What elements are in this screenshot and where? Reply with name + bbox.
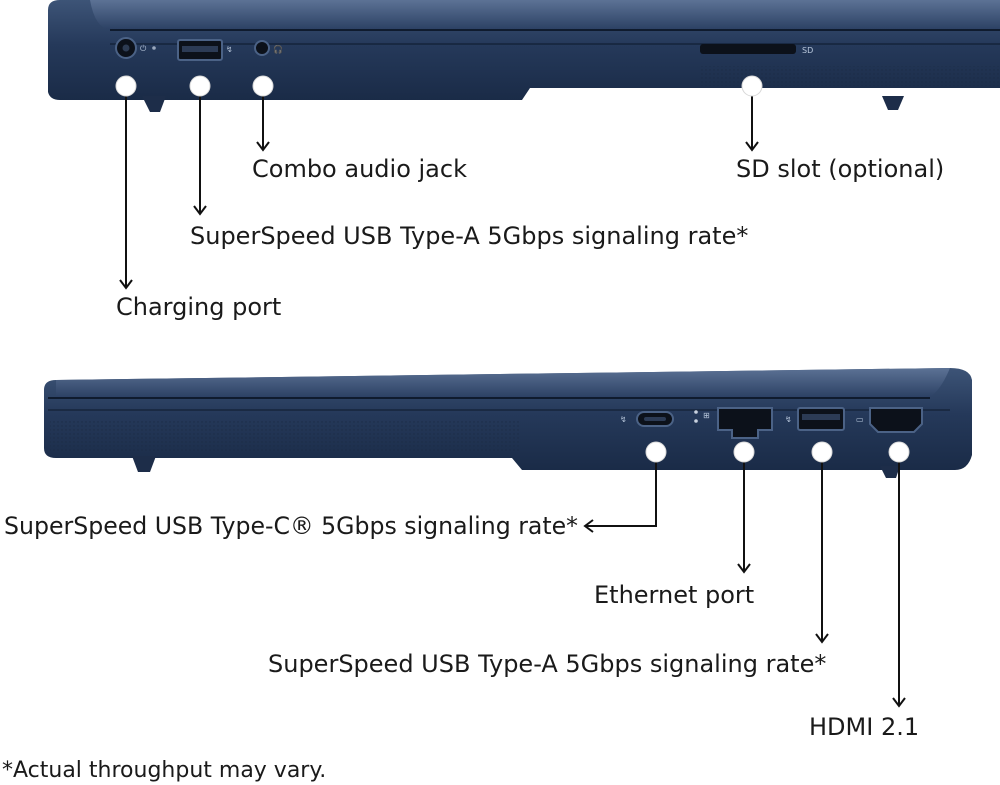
usb-ss-icon: ↯ <box>785 415 792 424</box>
combo-audio-jack <box>254 40 270 56</box>
footnote: *Actual throughput may vary. <box>2 758 326 783</box>
callout-marker <box>252 75 274 97</box>
laptop-foot <box>882 96 904 110</box>
label-ethernet-port: Ethernet port <box>594 581 754 609</box>
label-hdmi: HDMI 2.1 <box>809 713 919 741</box>
callout-marker <box>741 75 763 97</box>
laptop-foot <box>880 466 900 478</box>
usb-ss-icon: ↯ <box>620 415 627 424</box>
laptop-foot <box>142 96 166 112</box>
callout-marker <box>645 441 667 463</box>
label-usb-c: SuperSpeed USB Type-C® 5Gbps signaling r… <box>4 512 578 540</box>
speaker-grille <box>50 420 520 452</box>
callout-marker <box>888 441 910 463</box>
hdmi-icon: ▭ <box>856 415 864 424</box>
ethernet-icon: ⊞ <box>703 411 710 420</box>
callout-marker <box>189 75 211 97</box>
bottom-callouts <box>583 441 910 708</box>
sd-card-slot <box>700 44 796 54</box>
laptop-lid-edge <box>90 0 1000 30</box>
label-usb-a-right: SuperSpeed USB Type-A 5Gbps signaling ra… <box>268 650 826 678</box>
laptop-foot <box>132 456 156 472</box>
callout-marker <box>733 441 755 463</box>
usb-ss-icon: ↯ <box>226 45 233 54</box>
power-plug-icon: ⏻ <box>140 44 147 53</box>
speaker-grille <box>700 66 1000 86</box>
label-sd-slot: SD slot (optional) <box>736 155 944 183</box>
headset-icon: 🎧 <box>273 44 283 54</box>
label-charging-port: Charging port <box>116 293 281 321</box>
laptop-right-side: ↯ ⊞ ↯ ▭ <box>44 368 972 478</box>
hdmi-port <box>869 407 923 433</box>
ethernet-port <box>717 407 773 439</box>
laptop-lid-edge <box>56 368 950 398</box>
top-callouts <box>115 75 763 290</box>
callout-marker <box>811 441 833 463</box>
callout-marker <box>115 75 137 97</box>
label-combo-audio-jack: Combo audio jack <box>252 155 467 183</box>
laptop-left-side: ⏻ ↯ 🎧 SD <box>48 0 1000 112</box>
label-usb-a-left: SuperSpeed USB Type-A 5Gbps signaling ra… <box>190 222 748 250</box>
sd-printed-label: SD <box>802 46 813 55</box>
